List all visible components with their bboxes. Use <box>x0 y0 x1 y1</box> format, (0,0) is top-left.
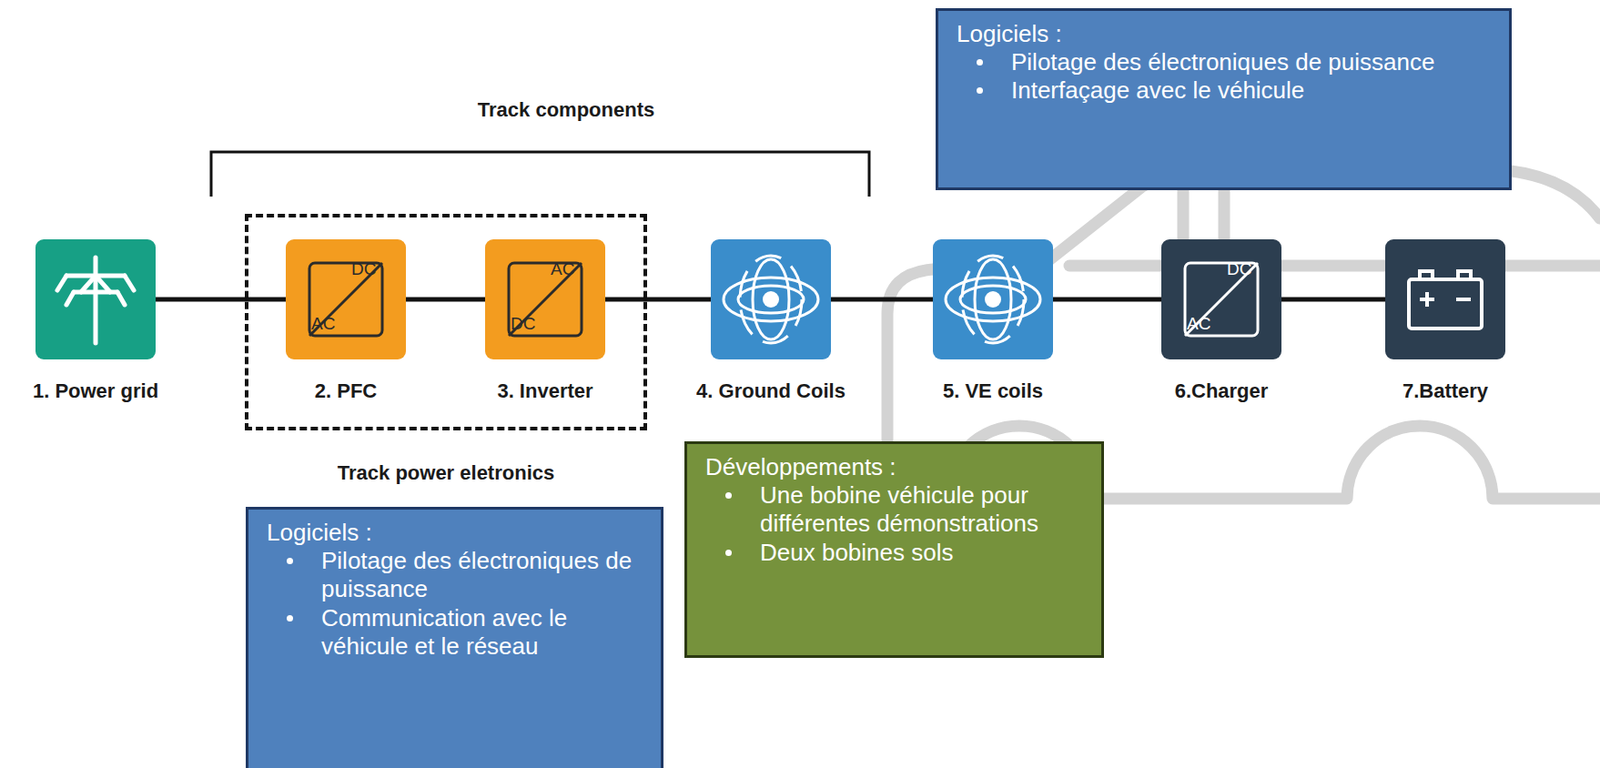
note-text: Pilotage des électroniques de puissance <box>321 546 632 603</box>
component-icon: 4. Ground Coils <box>710 239 831 360</box>
component-icon: 1. Power grid <box>35 239 156 360</box>
note-box: Logiciels :Pilotage des électroniques de… <box>245 506 664 768</box>
note-text: Deux bobines sols <box>759 538 953 567</box>
group-frame: Track power eletronics2. PFCDCAC3. Inver… <box>244 213 648 431</box>
port-label: DC <box>510 313 536 335</box>
icon-symbol <box>1385 239 1506 360</box>
power-line <box>1053 297 1162 303</box>
note-text: Pilotage des électroniques de puissance <box>1011 48 1435 76</box>
component-label: 4. Ground Coils <box>696 379 846 404</box>
component-icon: 7.Battery <box>1385 239 1506 360</box>
note-box: Logiciels :Pilotage des électroniques de… <box>935 8 1512 191</box>
power-line <box>605 297 711 303</box>
note-text: Une bobine véhicule pour différentes dém… <box>759 481 1039 537</box>
bullet-item: Une bobine véhicule pour différentes dém… <box>705 481 1085 538</box>
bullet-item: Pilotage des électroniques de puissance <box>266 546 645 604</box>
icon-symbol <box>1161 239 1282 360</box>
port-label: DC <box>351 259 376 280</box>
note-text: Interfaçage avec le véhicule <box>1011 76 1305 104</box>
power-line <box>1281 297 1386 303</box>
note-box: Développements :Une bobine véhicule pour… <box>684 441 1104 659</box>
component-label: 2. PFC <box>314 379 377 404</box>
port-label: AC <box>550 259 575 280</box>
bullet-dot <box>286 615 294 622</box>
bullet-dot <box>725 492 732 499</box>
component-icon: 3. InverterACDC <box>485 239 606 360</box>
component-icon: 5. VE coils <box>932 239 1054 360</box>
icon-symbol <box>35 239 156 360</box>
bullet-item: Deux bobines sols <box>705 538 1085 568</box>
power-line <box>830 297 933 303</box>
bullet-item: Communication avec le véhicule et le rés… <box>266 604 645 661</box>
component-icon: 2. PFCDCAC <box>285 239 406 360</box>
component-label: 1. Power grid <box>32 379 159 404</box>
bullet-dot <box>725 549 732 557</box>
note-heading: Logiciels : <box>266 518 645 547</box>
bullet-item: Interfaçage avec le véhicule <box>956 76 1493 105</box>
port-label: DC <box>1226 259 1252 280</box>
port-label: AC <box>311 313 335 335</box>
note-heading: Logiciels : <box>956 20 1493 49</box>
icon-symbol <box>285 239 406 360</box>
note-text: Communication avec le véhicule et le rés… <box>321 604 568 660</box>
bracket <box>211 151 870 197</box>
icon-symbol <box>485 239 606 360</box>
group-label: Track power eletronics <box>337 461 555 486</box>
port-label: AC <box>1186 313 1211 335</box>
component-label: 6.Charger <box>1174 379 1269 404</box>
power-line <box>405 297 486 303</box>
icon-symbol <box>710 239 831 360</box>
component-label: 5. VE coils <box>942 379 1044 404</box>
power-line <box>155 297 286 303</box>
component-label: 3. Inverter <box>496 379 593 404</box>
group-label: Track components <box>477 98 655 122</box>
bullet-dot <box>976 59 983 66</box>
component-label: 7.Battery <box>1402 379 1489 404</box>
bullet-dot <box>286 557 294 565</box>
icon-symbol <box>932 239 1054 360</box>
note-heading: Développements : <box>705 453 1085 482</box>
bullet-item: Pilotage des électroniques de puissance <box>956 48 1493 77</box>
bullet-dot <box>976 87 983 94</box>
component-icon: 6.ChargerDCAC <box>1161 239 1282 360</box>
